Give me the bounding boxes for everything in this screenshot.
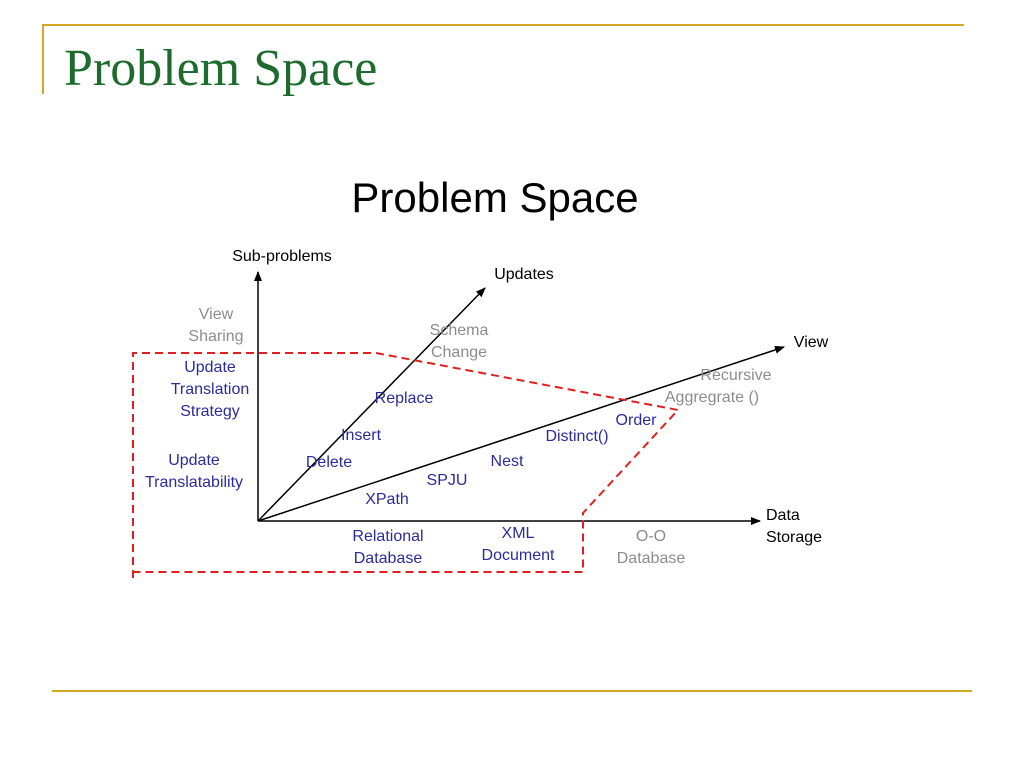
order-label: Order xyxy=(615,412,657,429)
view-axis xyxy=(257,346,785,522)
slide-title: Problem Space xyxy=(64,40,378,97)
data-storage-axis-label: Data Storage xyxy=(766,507,823,546)
xpath-label: XPath xyxy=(365,491,409,508)
footer-line xyxy=(52,690,972,692)
delete-label: Delete xyxy=(305,454,353,471)
sub-problems-axis-label: Sub-problems xyxy=(232,248,332,265)
relational-database-label: Relational Database xyxy=(352,528,424,567)
slide-frame-top xyxy=(42,24,964,26)
recursive-aggregate-label: Recursive Aggregrate () xyxy=(664,367,772,406)
update-translatability-label: Update Translatability xyxy=(144,452,244,491)
scope-boundary xyxy=(132,352,680,578)
insert-label: Insert xyxy=(340,427,382,444)
updates-axis xyxy=(257,287,486,522)
update-translation-strategy-label: Update Translation Strategy xyxy=(170,359,250,420)
diagram-title: Problem Space xyxy=(351,174,639,221)
schema-change-label: Schema Change xyxy=(429,322,489,361)
xml-document-label: XML Document xyxy=(481,525,555,564)
oo-database-label: O-O Database xyxy=(616,528,686,567)
view-axis-label: View xyxy=(793,334,829,351)
replace-label: Replace xyxy=(374,390,434,407)
slide-frame-left xyxy=(42,24,44,94)
distinct-label: Distinct() xyxy=(545,428,609,445)
nest-label: Nest xyxy=(490,453,524,470)
view-sharing-label: View Sharing xyxy=(188,306,244,345)
spju-label: SPJU xyxy=(426,472,468,489)
updates-axis-label: Updates xyxy=(494,266,554,283)
